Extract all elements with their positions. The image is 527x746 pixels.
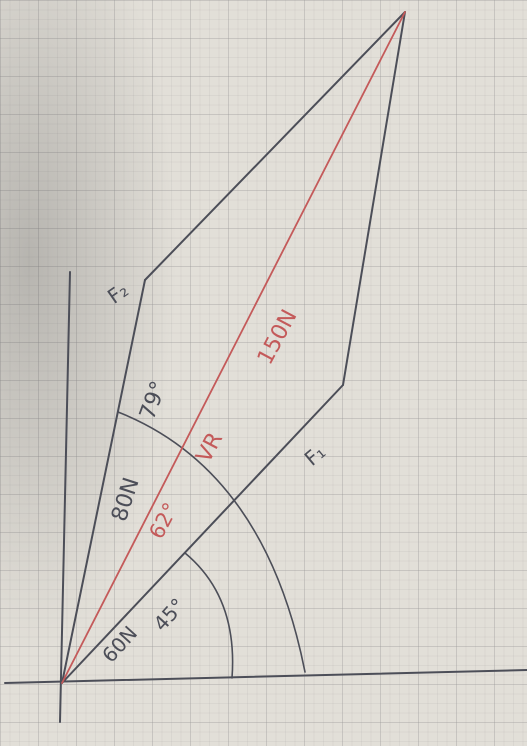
resultant-vector <box>61 11 406 684</box>
angle-f1-label: 45° <box>149 593 191 635</box>
f2-parallel-side <box>144 11 406 281</box>
angle-arc-small <box>184 552 234 679</box>
f1-vector <box>61 384 344 684</box>
f1-magnitude-label: 60N <box>97 621 142 667</box>
angle-arc-large <box>117 411 306 673</box>
angle-r-label: 62° <box>144 499 183 543</box>
f1-parallel-side <box>342 11 406 386</box>
f2-label: F₂ <box>103 278 133 309</box>
resultant-magnitude-label: 150N <box>253 306 303 369</box>
x-axis <box>4 669 527 684</box>
angle-f2-label: 79° <box>135 378 172 423</box>
y-axis <box>59 271 71 723</box>
f1-label: F₁ <box>300 440 330 471</box>
f2-vector <box>61 279 146 684</box>
f2-magnitude-label: 80N <box>107 475 145 525</box>
